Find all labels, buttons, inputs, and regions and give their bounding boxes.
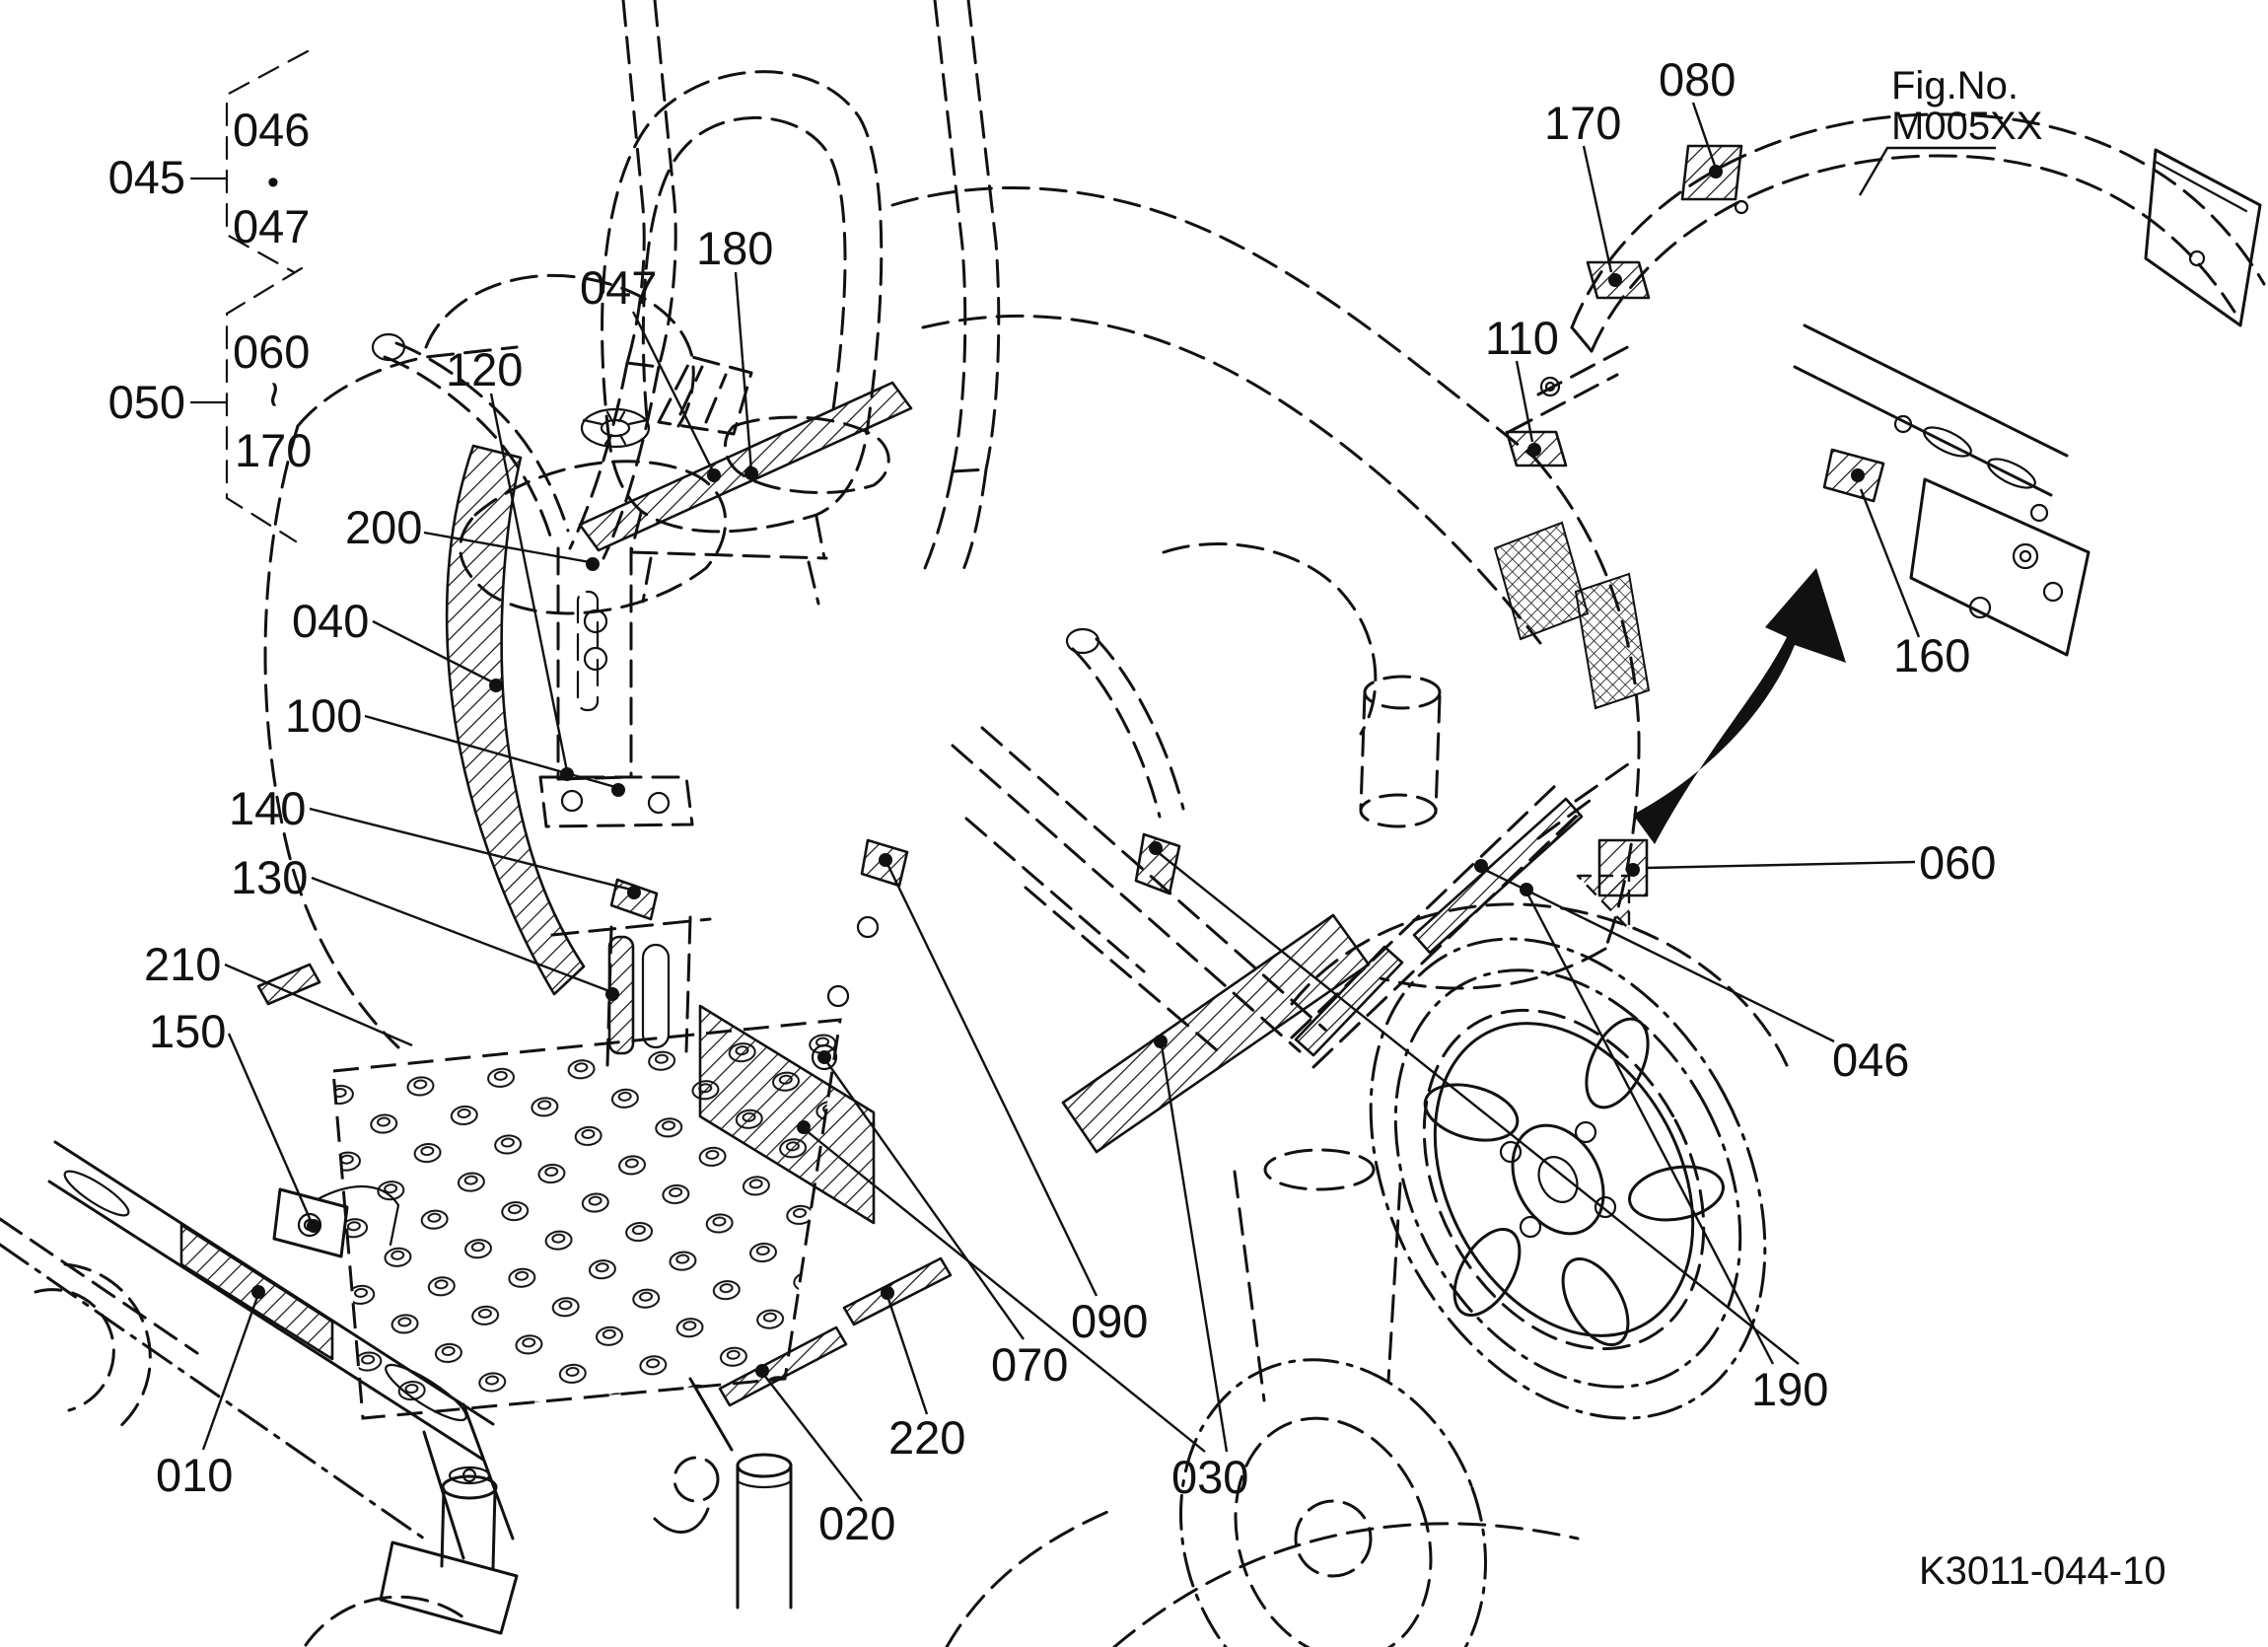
- callout-060: 060: [1919, 836, 1996, 889]
- leader-lines: [201, 102, 1996, 1502]
- callout-046: 046: [1832, 1034, 1909, 1086]
- callout-170: 170: [1544, 97, 1621, 149]
- callout-100: 100: [285, 689, 362, 742]
- callout-040: 040: [292, 595, 369, 647]
- inset-rear-guard: [1507, 112, 2266, 657]
- rear-wheel: [1369, 937, 1767, 1420]
- callout-140: 140: [229, 782, 306, 834]
- decal-030-right: [1061, 913, 1371, 1154]
- callout-210: 210: [144, 938, 221, 990]
- callout-080: 080: [1659, 53, 1736, 106]
- callout-110: 110: [1485, 312, 1559, 364]
- callout-020: 020: [818, 1497, 895, 1549]
- callout-047: 047: [580, 261, 657, 314]
- callout-180: 180: [696, 222, 773, 274]
- legend-group2-separator: ~: [248, 381, 301, 407]
- vent-grill-left: [1493, 521, 1590, 641]
- decal-060-hidden: [1576, 874, 1631, 931]
- rotate-view-arrow: [1633, 568, 1846, 844]
- left-fender: [263, 345, 519, 1049]
- callout-130: 130: [231, 851, 308, 903]
- drawing-code: K3011-044-10: [1919, 1549, 2166, 1593]
- decal-030-left: [698, 1004, 876, 1225]
- callout-190: 190: [1751, 1363, 1828, 1415]
- slot-next-130: [641, 943, 671, 1049]
- callout-labels: 047 180 120 200 040 100 140 130 210 150 …: [144, 53, 1996, 1549]
- callout-150: 150: [149, 1005, 226, 1057]
- decal-210-float: [256, 963, 321, 1006]
- callout-200: 200: [345, 501, 422, 553]
- hood-body: [890, 185, 1789, 1067]
- legend-group2-label: 050: [108, 376, 185, 428]
- callout-160: 160: [1893, 629, 1970, 681]
- decal-190-sliver: [1134, 832, 1181, 895]
- right-lever: [1065, 627, 1185, 819]
- decal-020: [718, 1325, 848, 1407]
- legend-group1-top: 046: [233, 104, 310, 156]
- seat: [459, 70, 890, 615]
- decal-040-band: [445, 444, 586, 996]
- mower-line-art: [0, 0, 1789, 1647]
- front-frame: [0, 1140, 793, 1647]
- legend-group1-separator: •: [267, 164, 279, 201]
- fig-no-value: M005XX: [1891, 105, 2042, 148]
- callout-030: 030: [1171, 1451, 1248, 1503]
- decal-046-strip-a: [1294, 945, 1404, 1057]
- fig-no-label: Fig.No.: [1891, 64, 2019, 107]
- callout-010: 010: [156, 1449, 233, 1501]
- legend-group1-bottom: 047: [233, 200, 310, 252]
- fuel-tank: [424, 273, 753, 449]
- foot-platform: [331, 915, 842, 1420]
- vent-grill-right: [1574, 572, 1651, 710]
- legend: 045 046 • 047 050 060 ~ 170: [108, 49, 312, 543]
- left-lever: [371, 332, 694, 828]
- legend-group2-top: 060: [233, 325, 310, 378]
- callout-070: 070: [991, 1338, 1068, 1391]
- legend-group1-label: 045: [108, 151, 185, 203]
- callout-120: 120: [446, 343, 523, 395]
- decal-047-180-strip: [578, 381, 913, 552]
- callout-220: 220: [888, 1411, 965, 1464]
- callout-090: 090: [1071, 1295, 1148, 1347]
- front-caster: [945, 1148, 1580, 1647]
- legend-group2-bottom: 170: [235, 424, 312, 476]
- rops-posts: [568, 0, 1001, 574]
- decal-220: [842, 1256, 953, 1326]
